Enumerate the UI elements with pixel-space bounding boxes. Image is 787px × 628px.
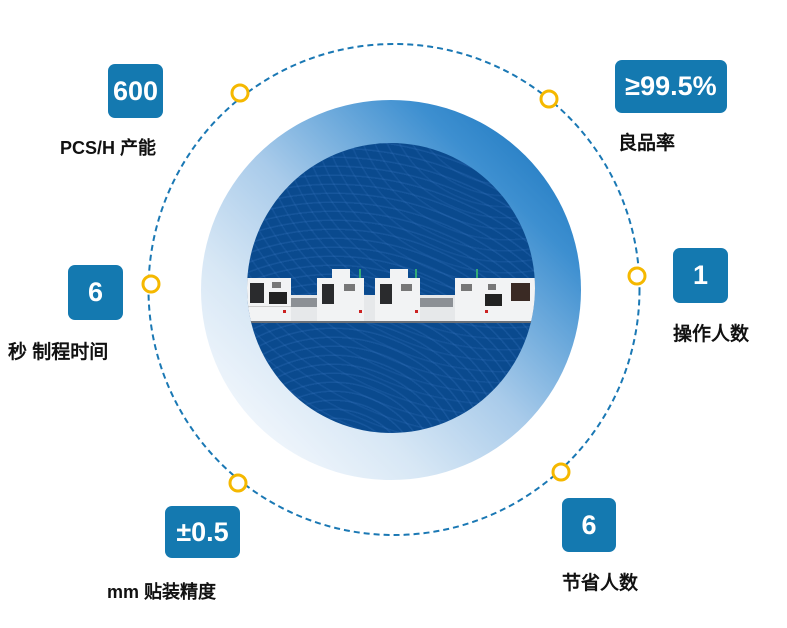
production-line-image — [247, 269, 535, 323]
metric-label-capacity: PCS/H 产能 — [60, 138, 157, 158]
dot-icon — [627, 266, 647, 286]
metric-badge-capacity: 600 — [108, 64, 163, 118]
dot-icon — [228, 473, 248, 493]
metric-label-operators: 操作人数 — [673, 324, 750, 345]
metric-label-cycle-time: 秒 制程时间 — [8, 342, 109, 363]
metric-label-accuracy: mm 贴装精度 — [107, 582, 217, 602]
metric-badge-operators: 1 — [673, 248, 728, 303]
metric-label-labor-saved: 节省人数 — [562, 573, 639, 594]
metric-label-yield: 良品率 — [618, 133, 676, 154]
metric-badge-yield: ≥99.5% — [615, 60, 727, 113]
metric-badge-cycle-time: 6 — [68, 265, 123, 320]
dot-icon — [539, 89, 559, 109]
metric-badge-accuracy: ±0.5 — [165, 506, 240, 558]
center-image-circle — [247, 143, 535, 433]
metric-badge-labor-saved: 6 — [562, 498, 616, 552]
dot-icon — [141, 274, 161, 294]
dot-icon — [230, 83, 250, 103]
dot-icon — [551, 462, 571, 482]
